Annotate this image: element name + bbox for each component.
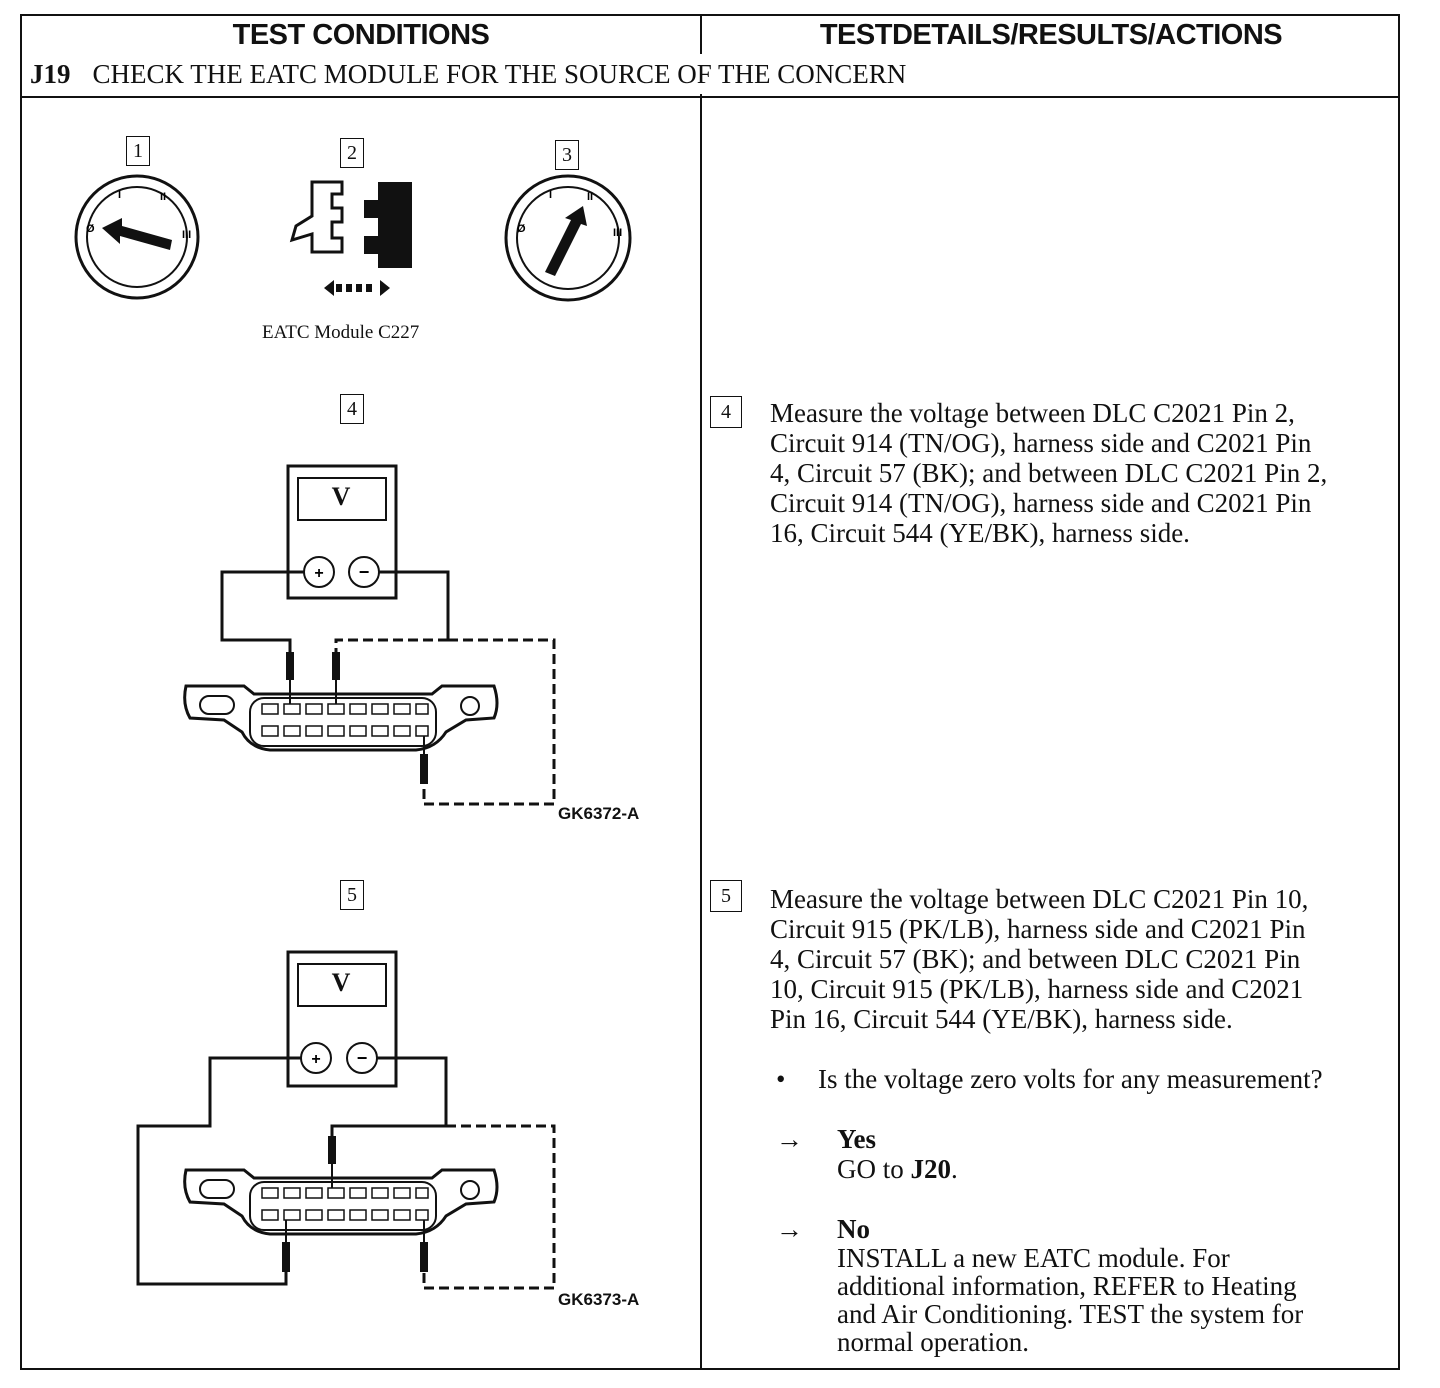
no-action: INSTALL a new EATC module. For additiona…	[837, 1244, 1397, 1356]
bullet-icon: •	[776, 1064, 786, 1094]
svg-text:II: II	[160, 191, 166, 203]
ignition-switch-off-icon: Ø I II III	[74, 174, 200, 300]
no-action-line: and Air Conditioning. TEST the system fo…	[837, 1299, 1304, 1329]
meter-symbol-5: V	[331, 968, 351, 997]
svg-text:III: III	[613, 227, 622, 239]
svg-text:II: II	[587, 191, 593, 203]
question-text: Is the voltage zero volts for any measur…	[818, 1064, 1323, 1094]
step-4-text: Measure the voltage between DLC C2021 Pi…	[770, 398, 1390, 548]
step-5-line: Pin 16, Circuit 544 (YE/BK), harness sid…	[770, 1004, 1233, 1034]
arrow-right-icon: →	[776, 1214, 803, 1244]
svg-text:III: III	[182, 229, 191, 241]
step-box-1: 1	[126, 136, 150, 166]
meter-symbol: V	[331, 482, 351, 511]
step-5-line: 4, Circuit 57 (BK); and between DLC C202…	[770, 944, 1301, 974]
ignition-switch-run-icon: Ø I II III	[504, 174, 632, 302]
step-box-3: 3	[555, 140, 579, 170]
step-4-line: 4, Circuit 57 (BK); and between DLC C202…	[770, 458, 1328, 488]
yes-label: Yes	[837, 1124, 876, 1154]
svg-text:Ø: Ø	[517, 223, 526, 235]
header-test-details: TESTDETAILS/RESULTS/ACTIONS	[819, 19, 1283, 51]
step-box-5: 5	[340, 880, 364, 910]
step-box-4: 4	[340, 394, 364, 424]
step-5-line: Measure the voltage between DLC C2021 Pi…	[770, 884, 1309, 914]
step-5-line: 10, Circuit 915 (PK/LB), harness side an…	[770, 974, 1304, 1004]
figure-id-5: GK6373-A	[558, 1290, 640, 1309]
step-4-number: 4	[710, 396, 742, 428]
no-action-line: normal operation.	[837, 1327, 1029, 1357]
connector-icon	[289, 180, 412, 296]
svg-text:I: I	[549, 189, 552, 201]
step-4-line: Measure the voltage between DLC C2021 Pi…	[770, 398, 1295, 428]
step-5-text: Measure the voltage between DLC C2021 Pi…	[770, 884, 1390, 1034]
no-label: No	[837, 1214, 870, 1244]
figure-id-4: GK6372-A	[558, 804, 640, 823]
svg-text:I: I	[118, 189, 121, 201]
header-test-conditions: TEST CONDITIONS	[232, 19, 490, 51]
section-title: CHECK THE EATC MODULE FOR THE SOURCE OF …	[92, 59, 907, 89]
svg-text:+: +	[314, 565, 323, 582]
yes-action: GO to J20.	[837, 1154, 958, 1184]
step-4-line: 16, Circuit 544 (YE/BK), harness side.	[770, 518, 1190, 548]
section-divider	[22, 96, 1398, 98]
yes-action-prefix: GO to	[837, 1154, 911, 1184]
yes-action-suffix: .	[951, 1154, 958, 1184]
section-id: J19	[30, 59, 71, 89]
column-divider	[700, 16, 702, 1368]
no-action-line: INSTALL a new EATC module. For	[837, 1243, 1230, 1273]
section-row-bg	[22, 54, 1398, 94]
connector-label: EATC Module C227	[262, 322, 420, 343]
svg-text:+: +	[311, 1051, 320, 1068]
arrow-right-icon: →	[776, 1124, 803, 1154]
no-action-line: additional information, REFER to Heating	[837, 1271, 1297, 1301]
step-4-line: Circuit 914 (TN/OG), harness side and C2…	[770, 428, 1312, 458]
voltmeter-diagram-4: + −	[183, 464, 556, 806]
step-box-2: 2	[340, 138, 364, 168]
svg-text:−: −	[357, 1048, 368, 1068]
svg-text:−: −	[359, 562, 370, 582]
step-5-line: Circuit 915 (PK/LB), harness side and C2…	[770, 914, 1306, 944]
step-5-number: 5	[710, 880, 742, 912]
test-table: TEST CONDITIONS TESTDETAILS/RESULTS/ACTI…	[20, 14, 1400, 1370]
voltmeter-diagram-5: + −	[136, 950, 556, 1290]
svg-text:Ø: Ø	[86, 223, 95, 235]
step-4-line: Circuit 914 (TN/OG), harness side and C2…	[770, 488, 1312, 518]
yes-action-target[interactable]: J20	[910, 1154, 952, 1184]
section-row: J19 CHECK THE EATC MODULE FOR THE SOURCE …	[30, 55, 906, 93]
